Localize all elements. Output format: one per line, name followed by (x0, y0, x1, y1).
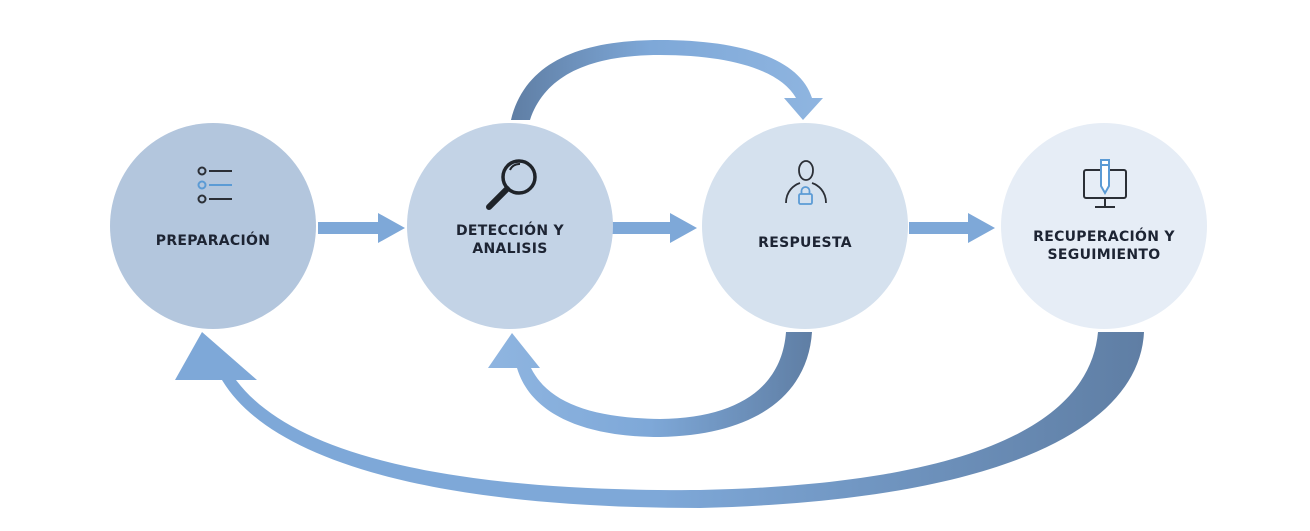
arrow-respuesta-to-recuperacion (909, 213, 995, 243)
arrow-deteccion-to-respuesta-loop (511, 40, 823, 120)
arrow-deteccion-to-respuesta (611, 213, 697, 243)
arrow-preparacion-to-deteccion (318, 213, 405, 243)
monitor-pencil-icon (1083, 159, 1127, 208)
stage-circle-recuperacion (1001, 123, 1207, 329)
stage-circle-deteccion (407, 123, 613, 329)
user-lock-icon (785, 160, 827, 205)
stage-label-deteccion: DETECCIÓN Y ANALISIS (456, 223, 564, 257)
stage-circle-respuesta (702, 123, 908, 329)
stage-circle-preparacion (110, 123, 316, 329)
checklist-icon (197, 166, 232, 204)
magnifier-icon (486, 159, 537, 210)
stage-label-preparacion: PREPARACIÓN (155, 233, 271, 249)
arrow-respuesta-to-deteccion (488, 332, 812, 437)
stage-label-recuperacion: RECUPERACIÓN Y SEGUIMIENTO (1033, 229, 1175, 263)
stage-label-respuesta: RESPUESTA (758, 235, 852, 251)
